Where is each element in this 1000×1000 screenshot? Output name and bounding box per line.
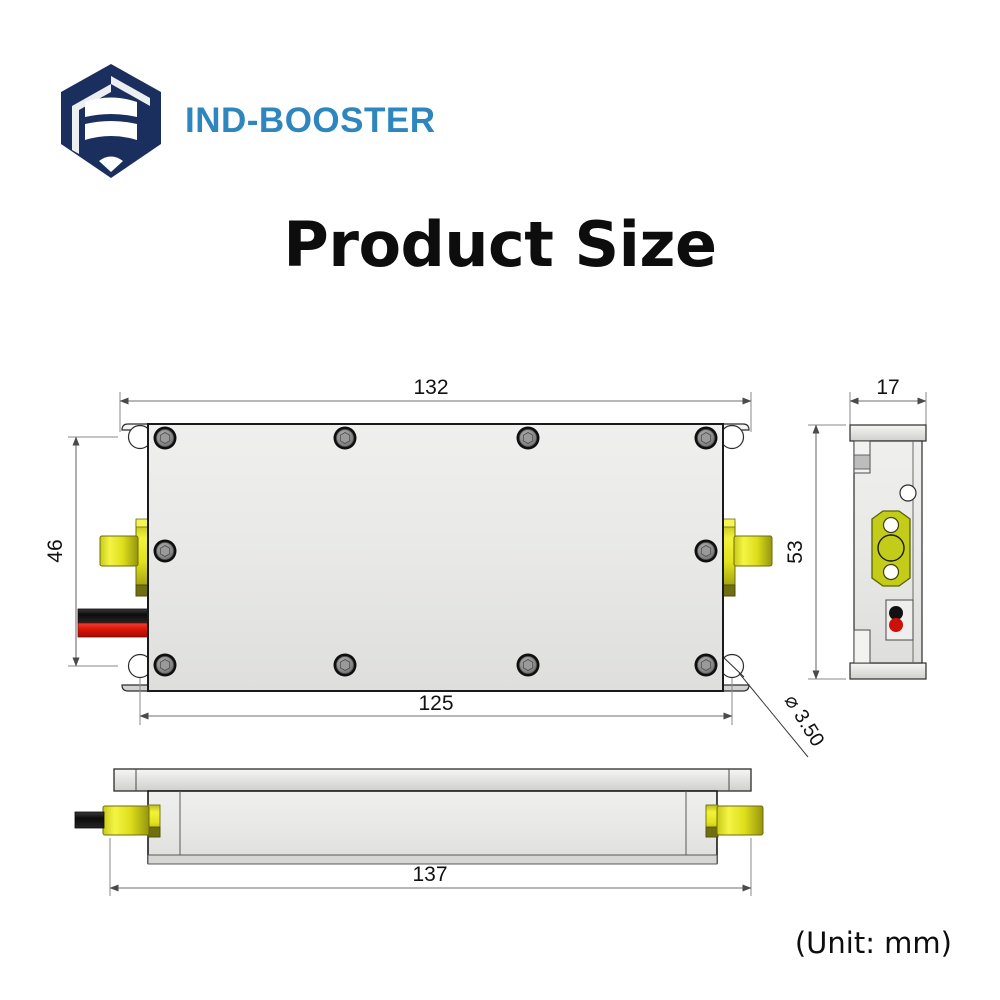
dimension-value-46: 46 bbox=[44, 539, 67, 562]
side-notch-lower bbox=[853, 629, 871, 664]
screw bbox=[694, 653, 718, 677]
dimension-thickness: 17 bbox=[849, 376, 927, 432]
front-sma-connector-left bbox=[74, 804, 161, 838]
dimension-value-53: 53 bbox=[784, 540, 807, 563]
dimension-value-137: 137 bbox=[412, 863, 447, 886]
end-rail-top bbox=[849, 424, 927, 442]
module-body-top bbox=[147, 423, 724, 692]
brand-header: IND-BOOSTER bbox=[55, 62, 436, 180]
dimension-body-width: 46 bbox=[44, 436, 118, 667]
flange-screw-hole bbox=[882, 563, 900, 581]
sma-center-bore bbox=[877, 534, 905, 562]
body-screws bbox=[153, 426, 718, 677]
sma-connector-right bbox=[721, 518, 773, 597]
dimension-hole-diameter: ⌀ 3.50 bbox=[738, 672, 829, 758]
power-wires bbox=[77, 608, 149, 638]
screw bbox=[516, 653, 540, 677]
sma-connector-left bbox=[99, 518, 150, 597]
page-title: Product Size bbox=[283, 208, 717, 281]
terminal-black bbox=[889, 606, 903, 620]
view-front: 137 bbox=[74, 768, 764, 896]
screw bbox=[333, 426, 357, 450]
power-wire-red bbox=[77, 622, 149, 638]
hexagon-e-logo-icon bbox=[55, 62, 167, 180]
screw bbox=[153, 539, 177, 563]
view-top: 132 bbox=[44, 376, 829, 758]
unit-note: (Unit: mm) bbox=[794, 926, 952, 960]
module-body-front bbox=[147, 790, 718, 864]
dimension-value-hole-diameter: ⌀ 3.50 bbox=[780, 691, 829, 751]
dimension-height: 53 bbox=[784, 424, 846, 680]
view-side: 17 bbox=[784, 376, 927, 680]
dimension-value-125: 125 bbox=[418, 692, 453, 715]
front-power-wire-black bbox=[74, 811, 105, 829]
screw bbox=[516, 426, 540, 450]
end-rail-bottom bbox=[849, 662, 927, 680]
dimension-overall-with-connectors: 137 bbox=[109, 838, 752, 896]
flange-screw-hole bbox=[882, 516, 900, 534]
front-sma-connector-right bbox=[705, 804, 764, 838]
terminal-red bbox=[889, 618, 903, 632]
screw bbox=[694, 426, 718, 450]
screw bbox=[153, 426, 177, 450]
front-top-rail bbox=[113, 768, 752, 792]
dimension-value-132: 132 bbox=[413, 376, 448, 399]
dimension-overall-length: 132 bbox=[119, 376, 752, 432]
screw bbox=[333, 653, 357, 677]
dimension-value-17: 17 bbox=[876, 376, 899, 399]
power-wire-black bbox=[77, 608, 149, 624]
screw bbox=[694, 539, 718, 563]
dimension-mounting-pitch: 125 bbox=[139, 678, 733, 725]
vent-hole bbox=[899, 484, 917, 502]
brand-name: IND-BOOSTER bbox=[185, 101, 436, 140]
screw bbox=[153, 653, 177, 677]
